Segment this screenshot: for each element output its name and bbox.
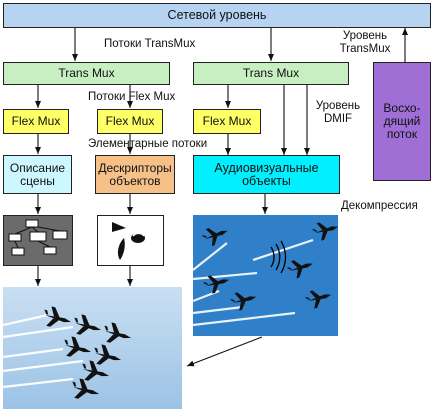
scene-description-line1: Описание bbox=[9, 160, 66, 175]
network-level-label: Сетевой уровень bbox=[167, 8, 267, 22]
network-level-box: Сетевой уровень bbox=[3, 3, 431, 28]
transmux-level-line2: TransMux bbox=[339, 43, 391, 55]
composed-scene-photo bbox=[3, 287, 182, 409]
object-descriptors-box: Дескрипторы объектов bbox=[95, 155, 175, 194]
flex-mux-2-label: Flex Mux bbox=[105, 114, 155, 128]
uplink-line1: Восхо- bbox=[383, 101, 421, 115]
av-objects-line1: Аудиовизуальные bbox=[214, 160, 319, 175]
dmif-level-label: Уровень DMIF bbox=[310, 100, 366, 126]
scene-description-line2: сцены bbox=[20, 173, 55, 188]
uplink-line2: дящий bbox=[383, 114, 421, 128]
trans-mux-left-label: Trans Mux bbox=[58, 66, 115, 80]
object-descriptors-line2: объектов bbox=[109, 173, 161, 188]
elementary-streams-label: Элементарные потоки bbox=[88, 138, 208, 150]
flex-mux-3-box: Flex Mux bbox=[193, 109, 261, 134]
scene-graph-image bbox=[3, 215, 73, 266]
transmux-level-label: Уровень TransMux bbox=[328, 30, 402, 56]
av-objects-box: Аудиовизуальные объекты bbox=[193, 155, 340, 194]
object-shapes-image bbox=[97, 215, 164, 266]
trans-mux-left-box: Trans Mux bbox=[3, 62, 170, 85]
dmif-level-line2: DMIF bbox=[323, 113, 353, 125]
trans-mux-right-box: Trans Mux bbox=[193, 62, 349, 85]
decompressed-objects-photo bbox=[193, 215, 338, 336]
flex-mux-1-box: Flex Mux bbox=[3, 109, 69, 134]
flex-mux-1-label: Flex Mux bbox=[11, 114, 61, 128]
flex-mux-2-box: Flex Mux bbox=[97, 109, 163, 134]
decompression-label: Декомпрессия bbox=[341, 200, 418, 212]
uplink-line3: поток bbox=[386, 127, 418, 141]
uplink-stream-box: Восхо- дящий поток bbox=[373, 62, 431, 181]
flexmux-streams-label: Потоки Flex Mux bbox=[88, 91, 176, 103]
dmif-level-line1: Уровень bbox=[315, 100, 361, 112]
object-descriptors-line1: Дескрипторы bbox=[98, 160, 172, 175]
av-objects-line2: объекты bbox=[242, 173, 291, 188]
trans-mux-right-label: Trans Mux bbox=[242, 66, 300, 80]
scene-description-box: Описание сцены bbox=[3, 155, 72, 194]
transmux-streams-label: Потоки TransMux bbox=[104, 38, 196, 50]
transmux-level-line1: Уровень bbox=[342, 30, 388, 42]
flex-mux-3-label: Flex Mux bbox=[202, 114, 252, 128]
